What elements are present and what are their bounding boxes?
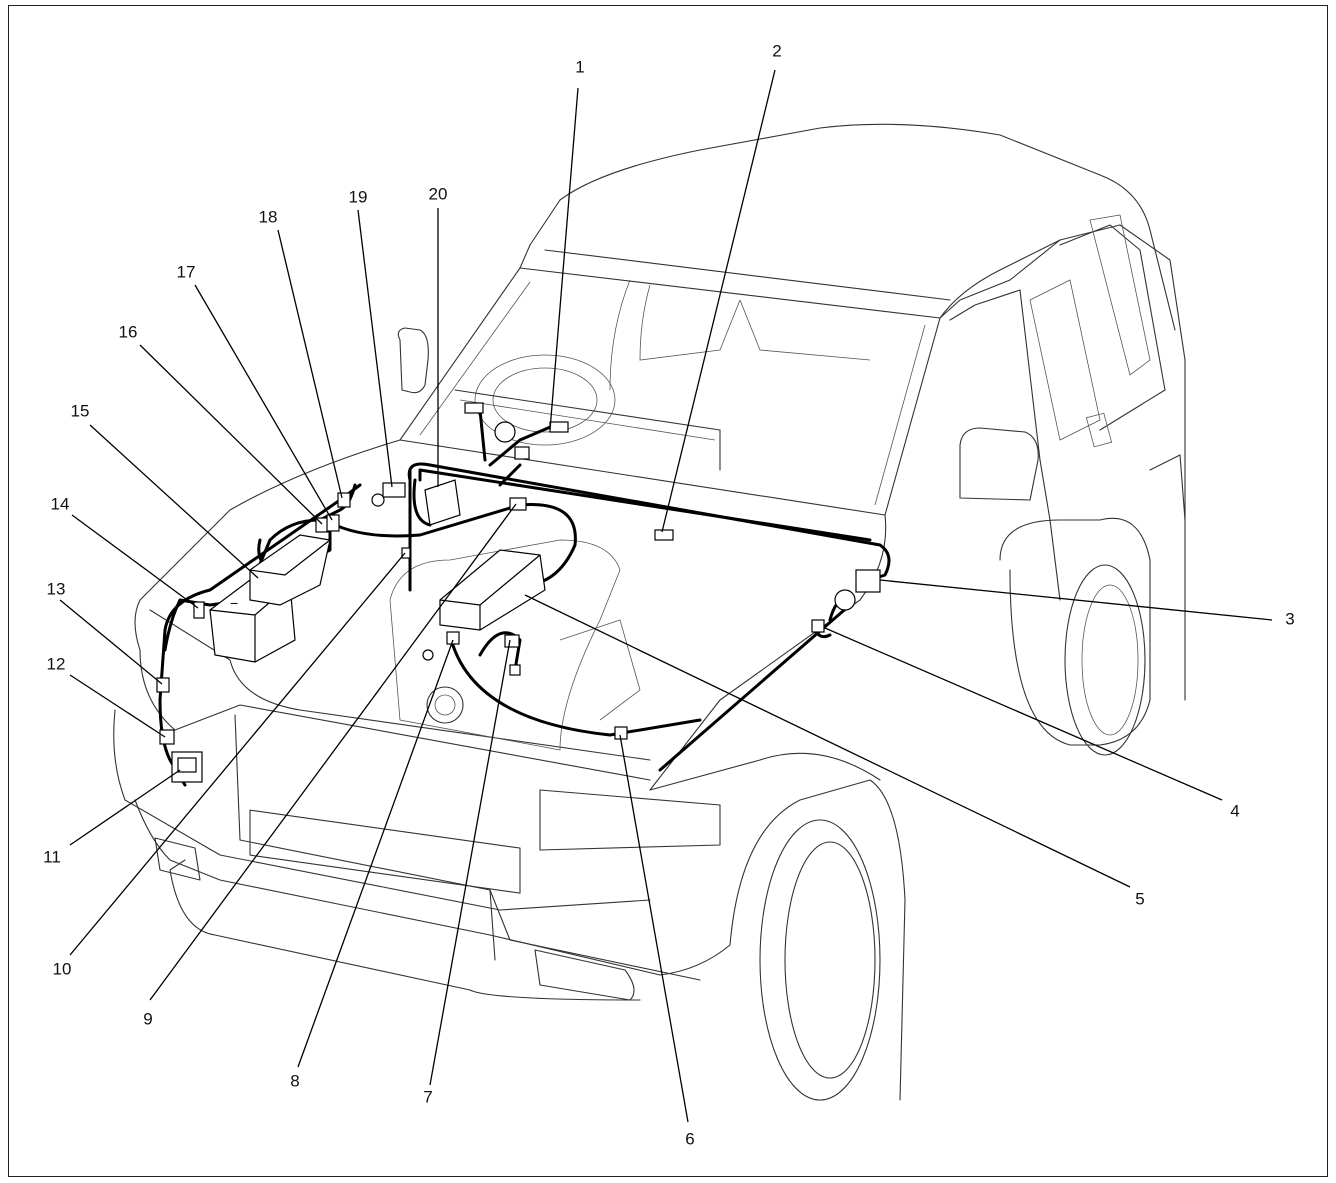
callout-9: 9	[143, 1009, 152, 1028]
leader-19	[357, 209, 393, 488]
callout-2: 2	[772, 41, 781, 60]
callout-4: 4	[1230, 801, 1239, 820]
callout-18: 18	[259, 207, 278, 226]
callout-13: 13	[47, 579, 66, 598]
leader-4	[824, 627, 1223, 801]
battery-minus-sign: −	[230, 595, 238, 611]
leader-1	[549, 87, 579, 431]
leader-16	[139, 344, 323, 525]
leader-14	[71, 514, 199, 609]
leader-5	[524, 594, 1131, 888]
callout-10: 10	[53, 959, 72, 978]
callout-12: 12	[47, 654, 66, 673]
callout-8: 8	[290, 1071, 299, 1090]
callout-7: 7	[423, 1087, 432, 1106]
leader-15	[89, 424, 259, 579]
callout-16: 16	[119, 322, 138, 341]
callout-14: 14	[51, 494, 70, 513]
callout-17: 17	[177, 262, 196, 281]
vehicle-outline	[113, 123, 1186, 1101]
leader-13	[59, 599, 163, 685]
leader-9	[149, 503, 517, 1001]
callout-11: 11	[43, 847, 61, 866]
leader-12	[69, 674, 166, 738]
leader-7	[429, 639, 511, 1086]
leader-8	[297, 639, 454, 1068]
callout-numbers: 1 2 3 4 5 6 7 8 9 10 11 12 13 14 15 16 1…	[43, 41, 1295, 1148]
components: + −	[156, 402, 881, 783]
callout-15: 15	[71, 401, 90, 420]
callout-19: 19	[349, 187, 368, 206]
leader-18	[277, 229, 343, 499]
leader-17	[194, 284, 333, 521]
leader-lines	[59, 69, 1273, 1123]
leader-3	[879, 579, 1273, 621]
diagram-frame	[8, 5, 1328, 1177]
callout-1: 1	[575, 57, 584, 76]
leader-11	[69, 769, 181, 846]
leader-2	[661, 69, 776, 533]
leader-10	[69, 552, 406, 956]
callout-5: 5	[1135, 889, 1144, 908]
callout-6: 6	[685, 1129, 694, 1148]
callout-20: 20	[429, 184, 448, 203]
callout-3: 3	[1285, 609, 1294, 628]
leader-6	[619, 734, 689, 1123]
